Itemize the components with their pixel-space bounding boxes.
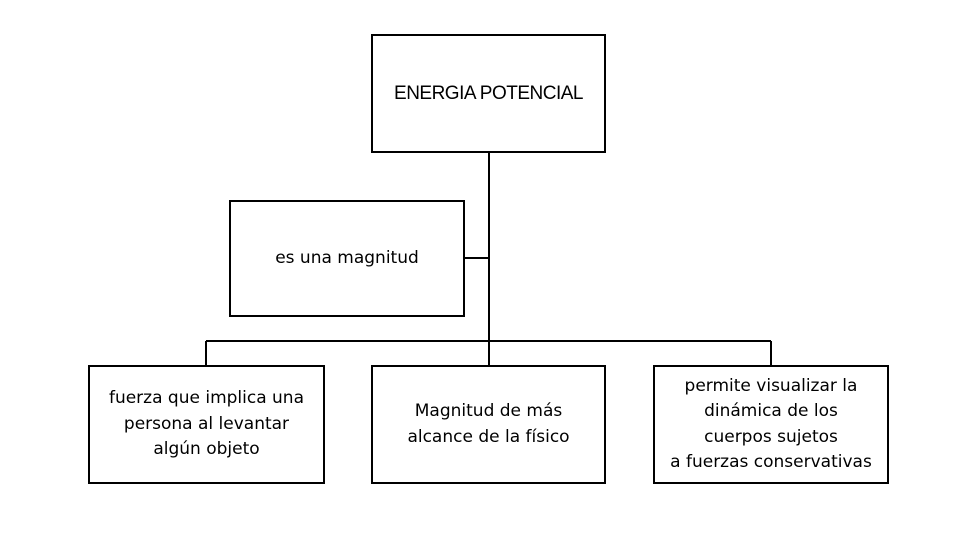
- node-child-3-label: permite visualizar la dinámica de los cu…: [670, 375, 872, 473]
- node-side-label: es una magnitud: [275, 247, 419, 268]
- node-child-1: fuerza que implica una persona al levant…: [88, 365, 325, 484]
- node-side: es una magnitud: [229, 200, 465, 317]
- node-child-2-label: Magnitud de más alcance de la físico: [407, 401, 570, 447]
- node-child-3: permite visualizar la dinámica de los cu…: [653, 365, 889, 484]
- node-root-label: ENERGIA POTENCIAL: [394, 82, 583, 104]
- node-root: ENERGIA POTENCIAL: [371, 34, 606, 153]
- node-child-1-label: fuerza que implica una persona al levant…: [108, 388, 305, 460]
- node-child-2: Magnitud de más alcance de la físico: [371, 365, 606, 484]
